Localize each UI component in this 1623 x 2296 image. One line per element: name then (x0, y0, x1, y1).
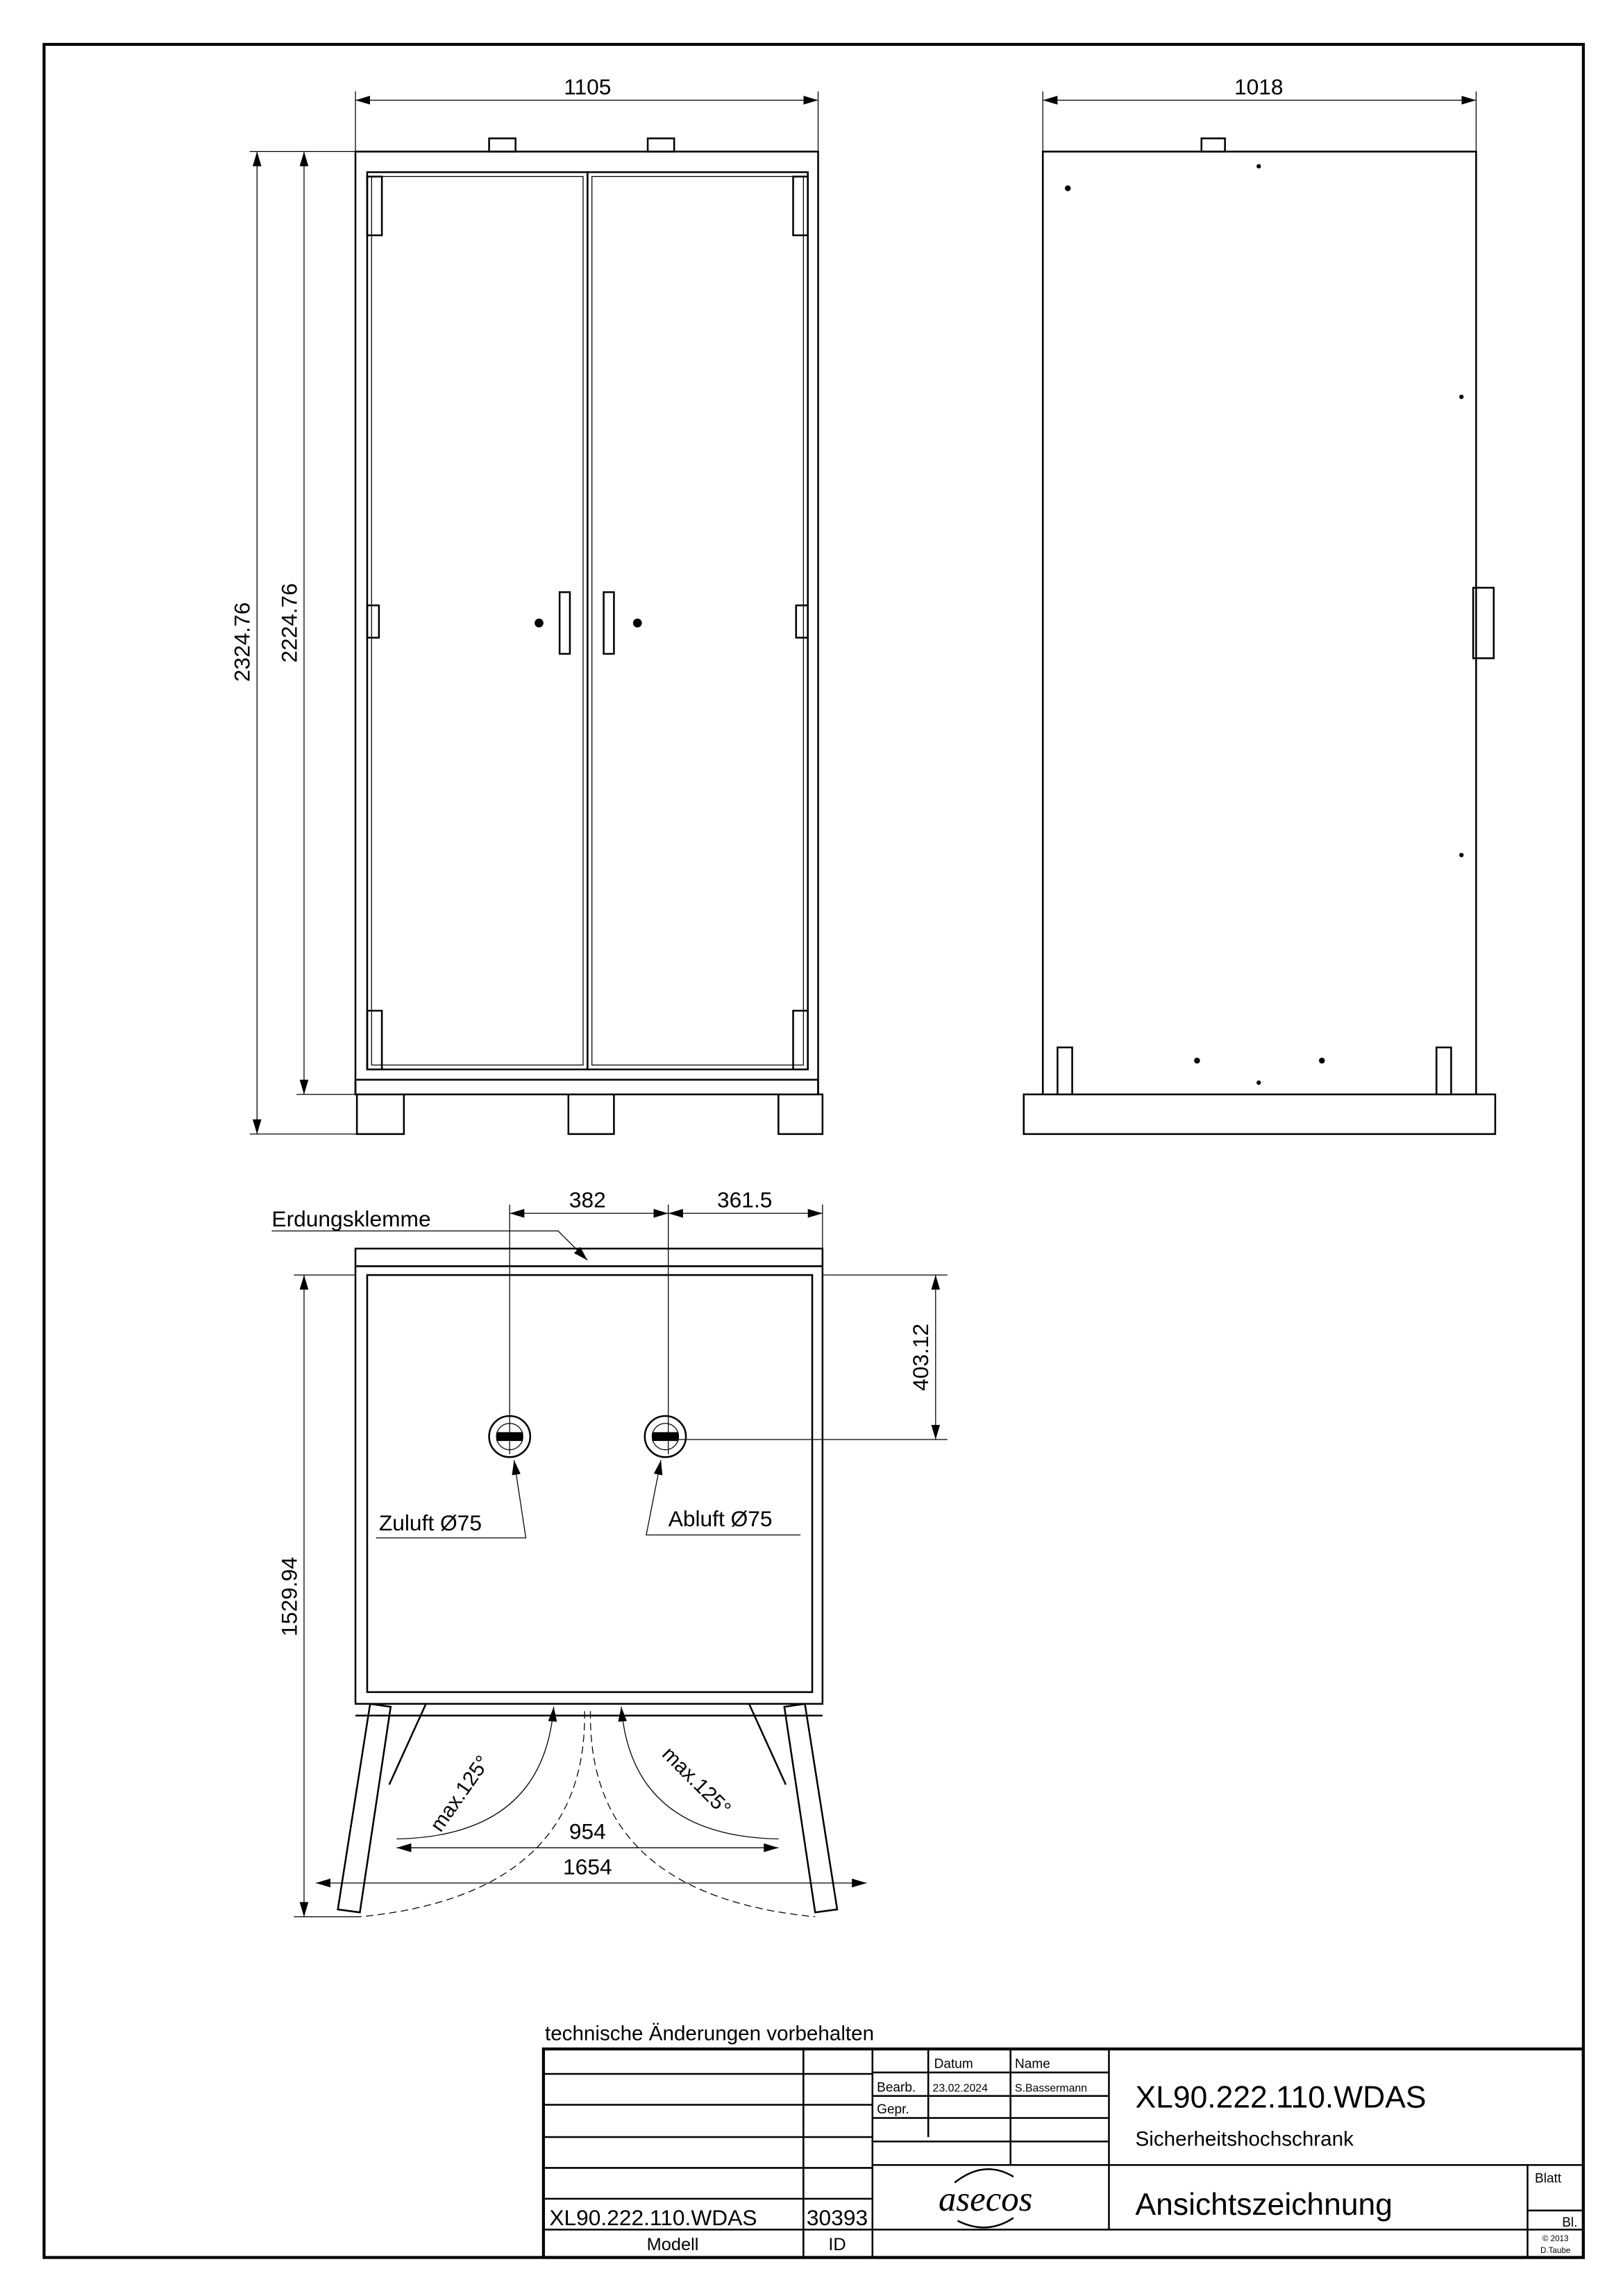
product-name: Sicherheitshochschrank (1136, 2128, 1354, 2151)
model-value: XL90.222.110.WDAS (549, 2205, 757, 2230)
top-view: 382 361.5 Erdungsklemme 403.12 1529.94 Z… (271, 1188, 948, 1918)
vent-offset-dimension: 403.12 (908, 1324, 933, 1391)
door-handle-icon (558, 591, 571, 655)
model-label: Modell (647, 2235, 699, 2254)
exhaust-vent-label: Abluft Ø75 (668, 1506, 773, 1531)
bearb-date: 23.02.2024 (933, 2082, 989, 2094)
foot (567, 1093, 615, 1136)
inner-width-dimension: 954 (569, 1819, 606, 1844)
lifting-eye (646, 137, 675, 153)
front-view: 1105 2324.76 2224.76 (230, 74, 824, 1136)
name-header: Name (1015, 2057, 1050, 2072)
copyright-year: © 2013 (1542, 2234, 1569, 2243)
supply-vent-label: Zuluft Ø75 (379, 1510, 482, 1535)
dimension-361-5: 361.5 (717, 1188, 772, 1213)
drawing-number: XL90.222.110.WDAS (1136, 2081, 1427, 2115)
lifting-eye (488, 137, 516, 153)
blatt-label: Blatt (1535, 2172, 1562, 2186)
side-view: 1018 (1023, 74, 1497, 1136)
side-plinth (1023, 1093, 1497, 1136)
top-outline (354, 1247, 824, 1705)
bearb-label: Bearb. (877, 2080, 916, 2095)
right-angle-label: max.125° (657, 1743, 735, 1821)
ground-terminal-label: Erdungsklemme (271, 1206, 430, 1231)
plinth (354, 1079, 819, 1096)
right-door-open (783, 1703, 839, 1914)
total-height-dimension: 2324.76 (230, 602, 255, 682)
datum-header: Datum (934, 2057, 973, 2072)
bearb-name: S.Bassermann (1015, 2082, 1087, 2094)
foot (355, 1093, 405, 1136)
side-handle-icon (1472, 586, 1495, 659)
changes-note: technische Änderungen vorbehalten (545, 2022, 874, 2045)
foot (777, 1093, 824, 1136)
copyright-author: D.Taube (1540, 2246, 1570, 2255)
lifting-eye (1200, 137, 1226, 153)
left-door-open (337, 1703, 392, 1914)
dimension-382: 382 (569, 1188, 606, 1213)
asecos-logo: asecos (939, 2179, 1032, 2218)
title-block: Datum Name Bearb. 23.02.2024 S.Basserman… (541, 2047, 1585, 2259)
id-label: ID (828, 2235, 846, 2254)
open-depth-dimension: 1529.94 (276, 1557, 301, 1637)
bl-label: Bl. (1562, 2215, 1577, 2230)
width-dimension: 1105 (564, 74, 611, 99)
door-handle-icon (603, 591, 615, 655)
exhaust-vent-icon (644, 1415, 687, 1458)
right-door (587, 171, 809, 1071)
drawing-type: Ansichtszeichnung (1136, 2188, 1393, 2222)
left-door (366, 171, 589, 1071)
gepr-label: Gepr. (877, 2102, 909, 2117)
lock-icon (535, 618, 544, 627)
left-angle-label: max.125° (426, 1751, 494, 1836)
depth-dimension: 1018 (1234, 74, 1284, 99)
side-panel (1041, 151, 1477, 1096)
id-value: 30393 (807, 2205, 868, 2230)
lock-icon (632, 618, 642, 627)
outer-width-dimension: 1654 (563, 1854, 612, 1879)
body-height-dimension: 2224.76 (276, 583, 301, 663)
drawing-frame (42, 42, 1585, 2259)
